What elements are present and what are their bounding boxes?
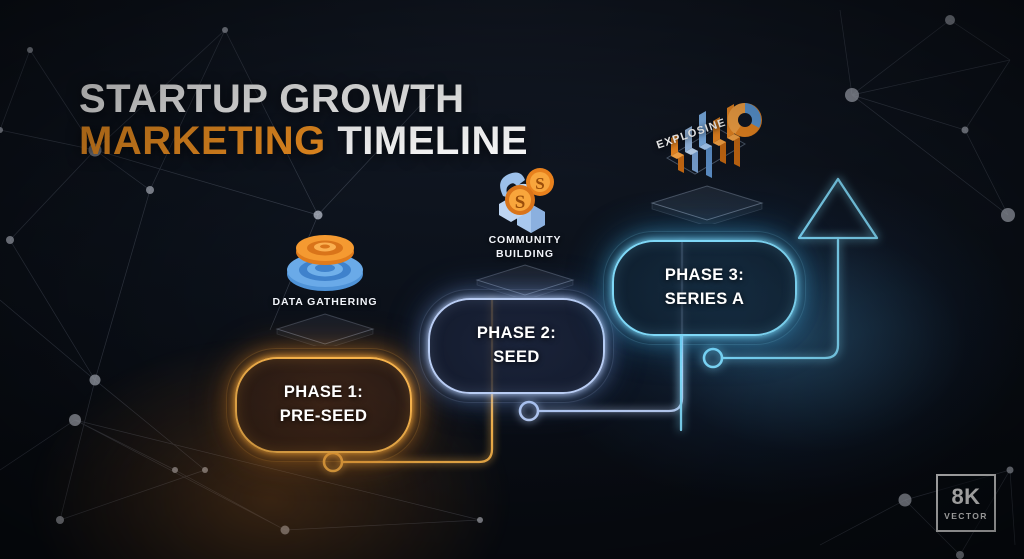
- people-coins-icon: S S: [450, 160, 600, 234]
- phase-title-line-1: PHASE 2:: [476, 324, 557, 343]
- icon-caption-community-building: COMMUNITY BUILDING: [488, 234, 562, 260]
- page-title: STARTUP GROWTH MARKETING TIMELINE: [79, 78, 528, 163]
- phase-card-label: PHASE 2: SEED: [477, 322, 556, 370]
- phase-card-label: PHASE 1: PRE-SEED: [280, 381, 368, 429]
- icon-pedestal: [250, 312, 400, 346]
- icon-caption-data-gathering: DATA GATHERING: [272, 296, 378, 308]
- badge-resolution-text: 8K: [951, 483, 981, 509]
- stacked-discs-icon: [250, 222, 400, 296]
- phase-title-line-1: PHASE 1:: [283, 383, 364, 402]
- svg-text:S: S: [515, 192, 526, 213]
- icon-pedestal: [632, 184, 782, 224]
- title-accent-word: MARKETING: [79, 119, 326, 164]
- phase-title-line-2: SERIES A: [664, 290, 745, 308]
- phase-title-line-2: SEED: [493, 348, 540, 366]
- phase-card-pre-seed[interactable]: PHASE 1: PRE-SEED: [226, 348, 421, 462]
- icon-group-data-gathering: DATA GATHERING: [250, 222, 400, 346]
- title-plain-word: TIMELINE: [337, 119, 529, 164]
- svg-text:S: S: [535, 174, 544, 193]
- phase-card-series-a[interactable]: PHASE 3: SERIES A: [603, 231, 806, 345]
- icon-group-community-building: S S COMMUNITY BUILDING: [450, 160, 600, 298]
- phase-card-seed[interactable]: PHASE 2: SEED: [419, 289, 614, 403]
- bar-chart-donut-icon: [632, 100, 782, 178]
- phase-title-line-2: PRE-SEED: [279, 407, 368, 425]
- resolution-badge: 8K VECTOR: [936, 474, 996, 532]
- phase-card-label: PHASE 3: SERIES A: [665, 264, 745, 312]
- title-line-2: MARKETING TIMELINE: [79, 120, 528, 162]
- badge-format-text: VECTOR: [944, 510, 988, 521]
- phase-title-line-1: PHASE 3:: [664, 266, 745, 285]
- title-line-1: STARTUP GROWTH: [79, 77, 465, 121]
- icon-group-explosive-growth: [632, 100, 782, 224]
